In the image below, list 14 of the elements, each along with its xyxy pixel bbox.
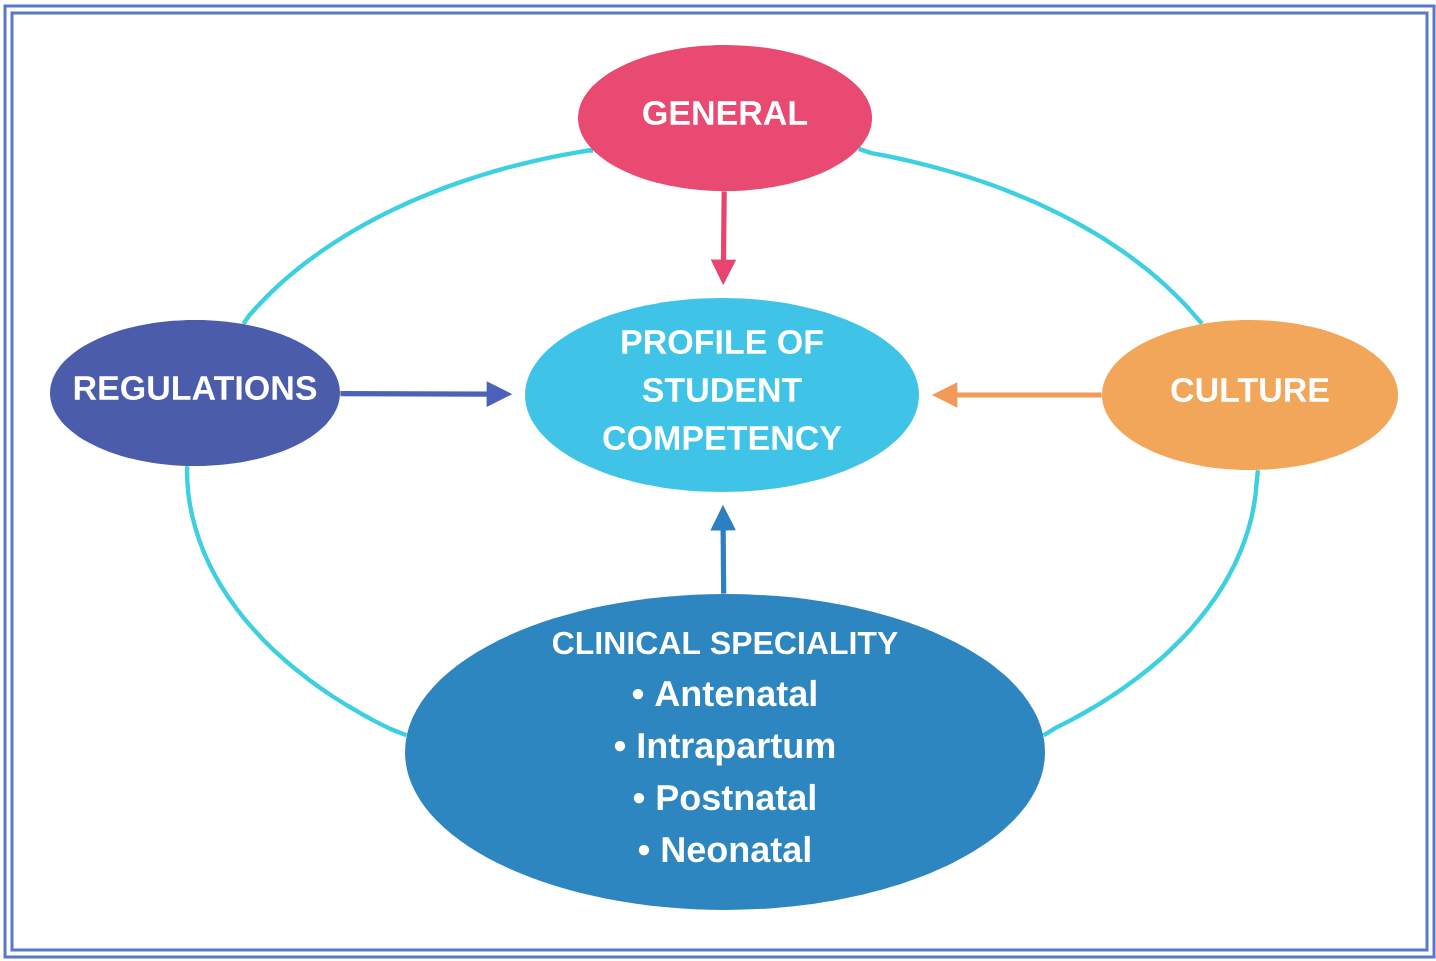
ellipse-node: [578, 45, 872, 191]
node-label: PROFILE OF STUDENT COMPETENCY: [603, 329, 842, 451]
ellipse-node: [1102, 320, 1398, 470]
list-item: • Postnatal: [633, 783, 815, 811]
list-item: • Neonatal: [638, 835, 810, 863]
node-label: CULTURE: [1171, 377, 1329, 403]
ellipse-node: [525, 298, 919, 492]
heading-text: CLINICAL SPECIALITY: [553, 631, 898, 655]
node-label: GENERAL: [643, 100, 808, 126]
list-item: • Antenatal: [632, 679, 816, 707]
ellipse-node: [405, 594, 1045, 910]
ellipse-node: [50, 320, 340, 466]
node-label: REGULATIONS: [74, 375, 317, 401]
list-item: • Intrapartum: [614, 733, 835, 766]
